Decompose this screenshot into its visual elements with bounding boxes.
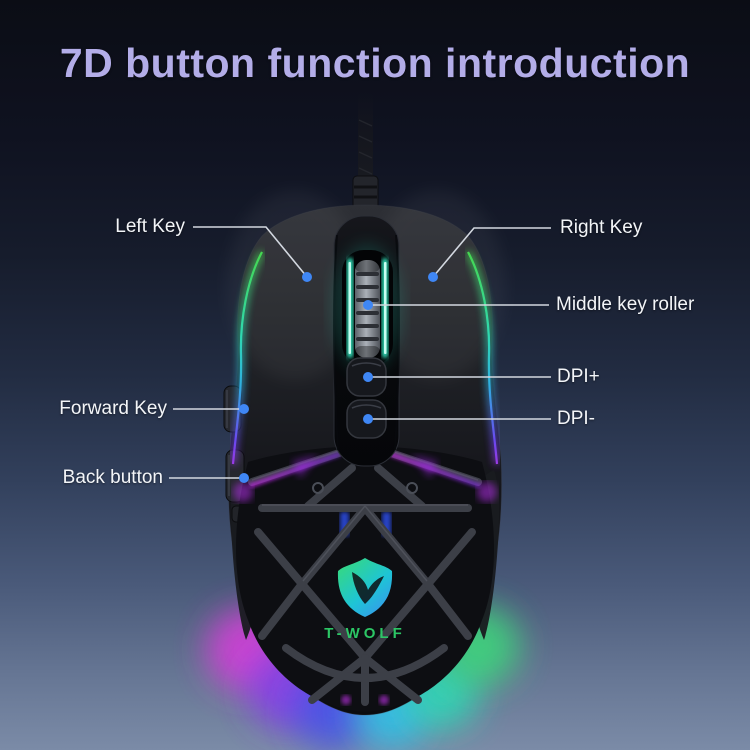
- callout-dot-right-key: [428, 272, 438, 282]
- callout-label-dpi-minus: DPI-: [557, 408, 595, 429]
- rgb-strip-right: [465, 250, 500, 465]
- callout-label-left-key: Left Key: [115, 216, 185, 237]
- callout-label-dpi-plus: DPI+: [557, 366, 600, 387]
- logo-text: T-WOLF: [324, 625, 405, 642]
- callout-label-middle-roller: Middle key roller: [556, 294, 695, 315]
- rgb-strip-left: [230, 250, 265, 465]
- callout-dot-dpi-minus: [363, 414, 373, 424]
- callout-line-left-key: [193, 226, 308, 278]
- right-button-sheen: [369, 190, 505, 380]
- left-button-sheen: [227, 190, 363, 380]
- callout-label-forward-key: Forward Key: [59, 398, 167, 419]
- callout-line-right-key: [432, 227, 551, 278]
- callout-label-back-button: Back button: [62, 467, 163, 488]
- wolf-shield-logo: [337, 558, 393, 617]
- page-title: 7D button function introduction: [59, 40, 691, 86]
- callout-dot-dpi-plus: [363, 372, 373, 382]
- callout-dot-left-key: [302, 272, 312, 282]
- callout-dot-forward-key: [239, 404, 249, 414]
- callout-label-right-key: Right Key: [560, 217, 643, 238]
- callout-dot-middle-roller: [363, 300, 373, 310]
- callout-dot-back-button: [239, 473, 249, 483]
